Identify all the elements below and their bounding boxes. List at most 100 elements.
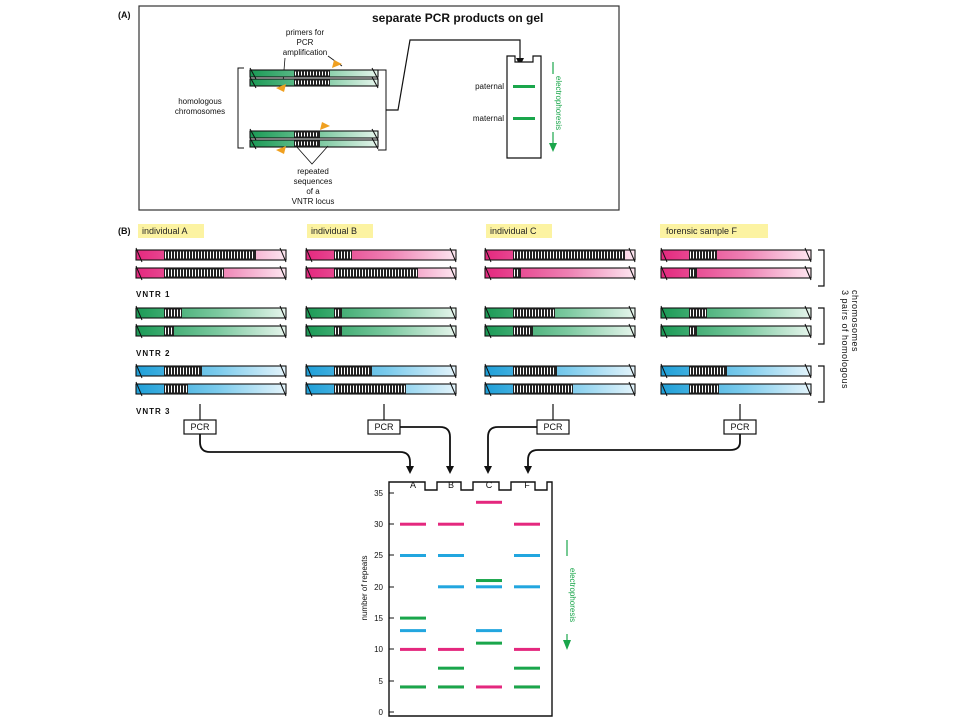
lane-label-c: C xyxy=(486,480,493,490)
side-label: 3 pairs of homologous chromosomes xyxy=(840,290,860,389)
electrophoresis-arrow-a: electrophoresis xyxy=(548,62,563,152)
lane-label-f: F xyxy=(524,480,530,490)
repeated-label: repeated sequences of a VNTR locus xyxy=(292,167,335,206)
pair-bracket-1 xyxy=(818,249,825,287)
gel-band xyxy=(438,522,464,526)
pcr-box-f: PCR xyxy=(723,404,757,435)
tick-label: 35 xyxy=(374,489,383,498)
chromosome-strand xyxy=(135,265,287,281)
panel-a-label: (A) xyxy=(118,10,131,20)
chromosome-bracket-right xyxy=(378,69,387,151)
side-label-line: 3 pairs of homologous xyxy=(840,290,850,389)
tick-label: 30 xyxy=(374,520,383,529)
lane-label-b: B xyxy=(448,480,454,490)
header-individual-c-label: individual C xyxy=(490,226,537,236)
header-individual-a-label: individual A xyxy=(142,226,188,236)
header-forensic-sample-label: forensic sample F xyxy=(666,226,738,236)
chromosome-strand xyxy=(305,381,457,397)
gel-band xyxy=(476,500,502,504)
gel-band xyxy=(514,666,540,670)
chromosome-strand xyxy=(305,323,457,339)
route-arrow-c xyxy=(484,426,537,474)
gel-band xyxy=(438,685,464,689)
pair-bracket-2 xyxy=(818,307,825,345)
gel-outline xyxy=(388,481,553,717)
chromosome-strand xyxy=(249,137,379,150)
panel-b-label: (B) xyxy=(118,226,131,236)
repeated-label-line: sequences xyxy=(294,177,333,186)
paternal-label: paternal xyxy=(475,82,504,91)
primer-mark xyxy=(332,60,342,68)
gel-band xyxy=(438,647,464,651)
chromosome-strand xyxy=(135,323,287,339)
chromosome-strand xyxy=(484,265,636,281)
pcr-box-a: PCR xyxy=(183,404,217,435)
vntr-3-label: VNTR 3 xyxy=(136,407,170,416)
chromosome-strand xyxy=(249,67,379,80)
vntr-2-label: VNTR 2 xyxy=(136,349,170,358)
gel-y-tick-labels: 0 5 10 15 20 25 30 35 xyxy=(374,489,383,717)
chromosome-strand xyxy=(135,381,287,397)
tick-label: 25 xyxy=(374,551,383,560)
flow-arrow xyxy=(386,39,524,111)
gel-band xyxy=(438,666,464,670)
chromosome-strand xyxy=(484,247,636,263)
gel-band xyxy=(400,629,426,633)
gel-band xyxy=(476,641,502,645)
maternal-band xyxy=(513,117,535,120)
gel-band xyxy=(400,647,426,651)
chromosome-strand xyxy=(305,305,457,321)
gel-band xyxy=(400,554,426,557)
chromosome-strand xyxy=(305,247,457,263)
route-arrow-f xyxy=(524,434,741,474)
vntr-1-label: VNTR 1 xyxy=(136,290,170,299)
side-label-line: chromosomes xyxy=(850,290,860,352)
gel-band xyxy=(438,554,464,557)
chromosome-strand xyxy=(305,363,457,379)
gel-band xyxy=(400,685,426,689)
pcr-box-b: PCR xyxy=(367,404,401,435)
gel-band xyxy=(400,616,426,620)
pcr-box-c: PCR xyxy=(536,404,570,435)
mini-gel-outline xyxy=(506,55,542,159)
pair-bracket-3 xyxy=(818,365,825,403)
gel-bands xyxy=(400,500,540,689)
maternal-label: maternal xyxy=(473,114,504,123)
gel-band xyxy=(476,629,502,633)
gel-band xyxy=(476,585,502,589)
header-forensic-sample: forensic sample F xyxy=(660,224,768,238)
tick-label: 20 xyxy=(374,583,383,592)
header-individual-b-label: individual B xyxy=(311,226,357,236)
header-individual-a: individual A xyxy=(138,224,204,238)
gel-band xyxy=(438,585,464,589)
chromosome-strand xyxy=(660,363,812,379)
gel-band xyxy=(476,685,502,689)
chromosome-strand xyxy=(484,381,636,397)
lane-label-a: A xyxy=(410,480,416,490)
chromosome-panel-a-2 xyxy=(249,128,379,150)
gel-band xyxy=(514,554,540,557)
chromosome-strand xyxy=(660,381,812,397)
electrophoresis-arrow-b: electrophoresis xyxy=(562,540,577,650)
gel-band xyxy=(514,685,540,689)
primers-label: primers for PCR amplification xyxy=(283,28,327,57)
electrophoresis-label-b: electrophoresis xyxy=(568,568,577,622)
tick-label: 0 xyxy=(379,708,384,717)
chromosome-strand xyxy=(305,265,457,281)
panel-a-title: separate PCR products on gel xyxy=(372,11,543,25)
repeated-label-line: of a xyxy=(306,187,320,196)
gel-y-axis-label: number of repeats xyxy=(360,556,369,621)
chromosome-strand xyxy=(135,247,287,263)
chromosome-strand xyxy=(249,76,379,89)
gel-band xyxy=(514,585,540,589)
primer-mark xyxy=(276,84,286,92)
gel-y-ticks xyxy=(389,492,394,713)
homologous-bracket xyxy=(237,67,244,149)
chromosome-strand xyxy=(484,305,636,321)
chromosome-strand xyxy=(484,363,636,379)
tick-label: 10 xyxy=(374,645,383,654)
repeated-label-line: VNTR locus xyxy=(292,197,335,206)
gel-band xyxy=(476,579,502,583)
pcr-label-b: PCR xyxy=(374,422,394,432)
